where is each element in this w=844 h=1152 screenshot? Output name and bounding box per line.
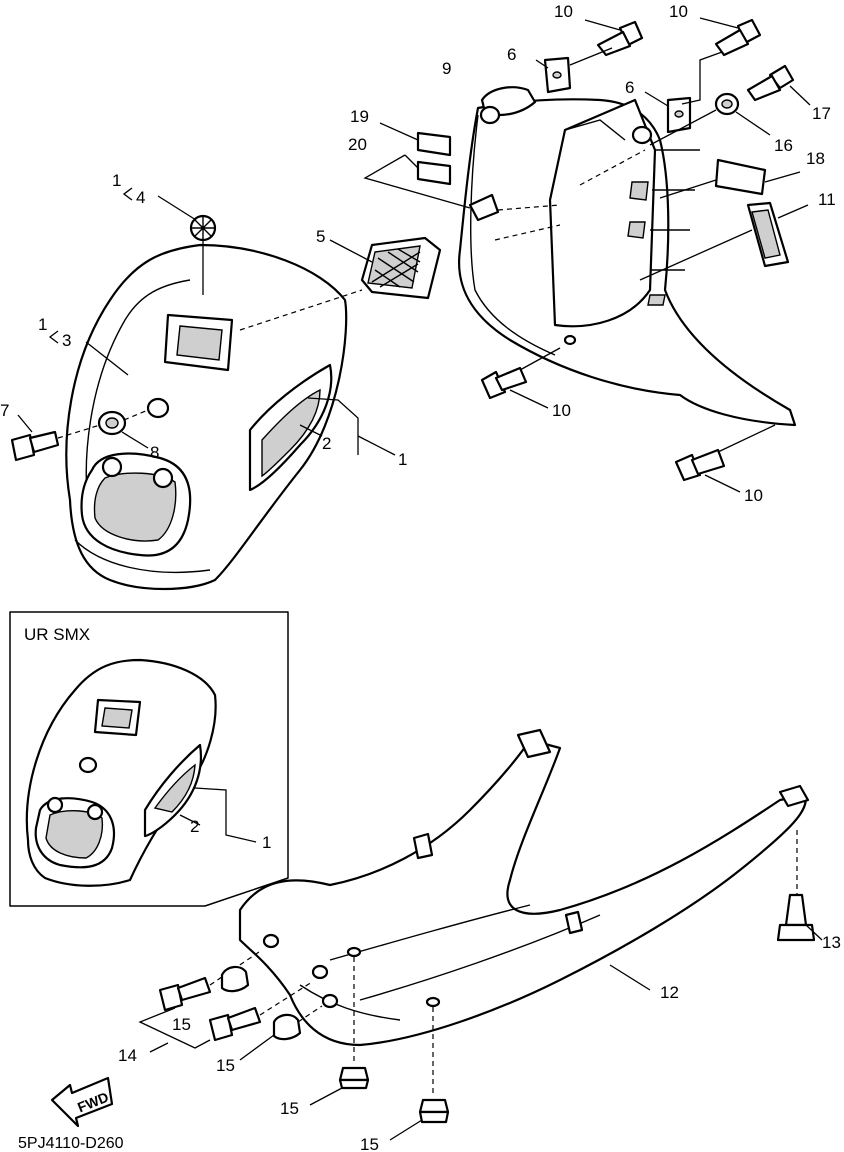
leg-shield-inner <box>458 86 797 427</box>
label-part-19 <box>379 122 452 157</box>
grille-part-5 <box>239 236 442 331</box>
callout-9: 9 <box>442 59 451 78</box>
callout-4: 4 <box>136 188 145 207</box>
screw-part-14-b <box>208 981 313 1042</box>
callout-7: 7 <box>0 401 9 420</box>
screw-part-7 <box>10 414 101 462</box>
variant-box: UR SMX <box>9 611 289 907</box>
callout-15: 15 <box>360 1135 379 1152</box>
washer-part-8 <box>97 409 149 449</box>
screw-part-10-d <box>674 424 776 493</box>
callout-18: 18 <box>806 149 825 168</box>
screw-part-10-a <box>569 19 644 66</box>
screw-part-10-c <box>480 347 561 409</box>
callout-15: 15 <box>172 1015 191 1034</box>
bracket-14-15 <box>138 1007 211 1053</box>
callout-3: 3 <box>62 331 71 350</box>
callout-20: 20 <box>348 135 367 154</box>
callout-5: 5 <box>316 227 325 246</box>
callout-11: 11 <box>818 190 836 209</box>
callout-10: 10 <box>744 486 763 505</box>
callout-8: 8 <box>150 443 159 462</box>
callout-12: 12 <box>660 983 679 1002</box>
callout-13: 13 <box>822 933 841 952</box>
callout-2: 2 <box>190 817 199 836</box>
emblem-part-4 <box>157 195 217 295</box>
clip-part-6-a <box>535 56 572 94</box>
diagram-id: 5PJ4110-D260 <box>18 1135 124 1152</box>
screw-part-10-b <box>681 17 762 105</box>
callout-10: 10 <box>552 401 571 420</box>
screw-part-13 <box>776 893 823 942</box>
screw-part-17 <box>746 64 811 106</box>
callout-19: 19 <box>350 107 369 126</box>
washer-part-16 <box>649 92 771 146</box>
fwd-arrow-icon: FWD <box>50 1076 114 1128</box>
lower-cover-part-12 <box>238 728 810 1095</box>
clip-part-15-b <box>239 1005 323 1061</box>
clip-part-15-c <box>309 1066 370 1106</box>
callout-1: 1 <box>38 315 47 334</box>
callout-10: 10 <box>554 2 573 21</box>
variant-box-title: UR SMX <box>24 625 90 644</box>
callout-10: 10 <box>669 2 688 21</box>
clip-part-15-a <box>220 965 250 993</box>
callout-6: 6 <box>625 78 634 97</box>
callout-6: 6 <box>507 45 516 64</box>
front-cover <box>65 243 348 591</box>
callout-16: 16 <box>774 136 793 155</box>
callout-1: 1 <box>112 171 121 190</box>
label-part-18 <box>659 158 801 199</box>
bracket-front-1-2 <box>85 341 396 456</box>
callout-2: 2 <box>322 434 331 453</box>
label-part-20 <box>363 154 471 209</box>
callout-15: 15 <box>280 1099 299 1118</box>
callout-15: 15 <box>216 1056 235 1075</box>
clip-part-6-b <box>644 91 692 134</box>
cap-part-11 <box>639 201 809 281</box>
clip-part-15-d <box>389 1098 450 1141</box>
callout-14: 14 <box>118 1046 137 1065</box>
callout-1: 1 <box>262 833 271 852</box>
callout-17: 17 <box>812 104 831 123</box>
callout-1: 1 <box>398 450 407 469</box>
